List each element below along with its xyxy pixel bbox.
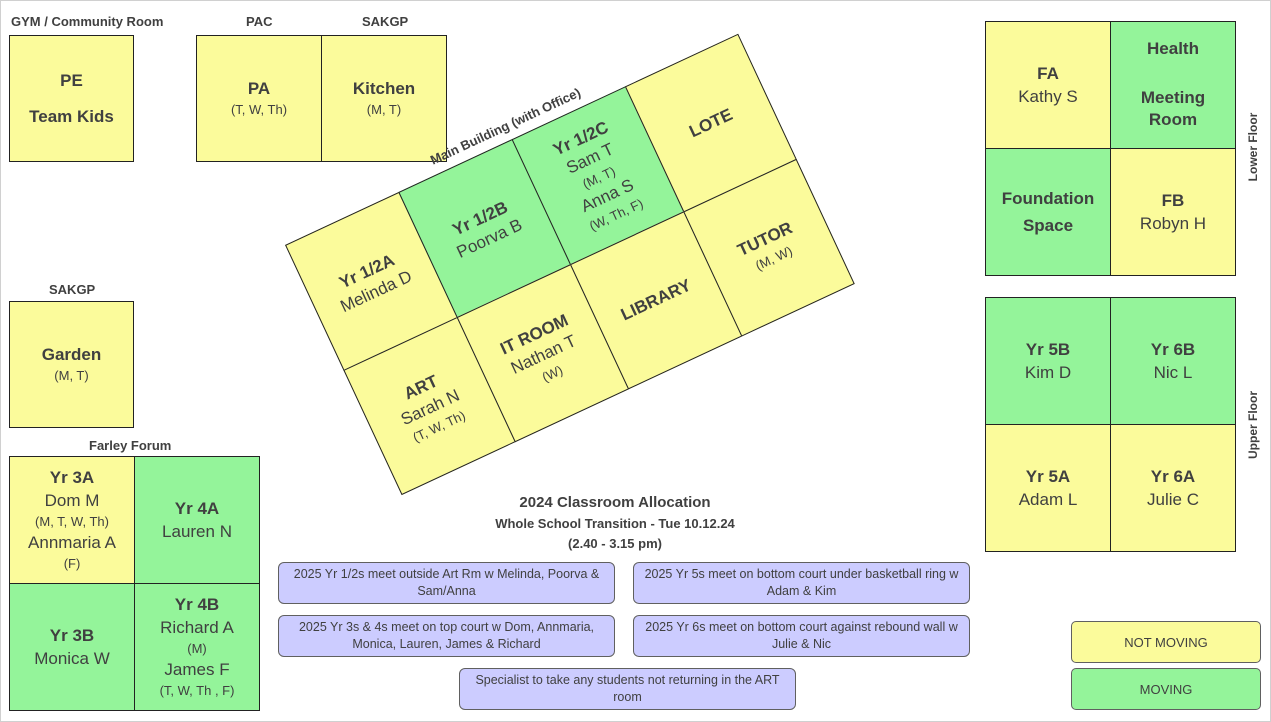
- room-foundation[interactable]: Foundation Space: [985, 148, 1111, 276]
- room-yr6b[interactable]: Yr 6B Nic L: [1110, 297, 1236, 425]
- room-yr5b[interactable]: Yr 5B Kim D: [985, 297, 1111, 425]
- legend-label: MOVING: [1139, 681, 1193, 697]
- page-subtitle: Whole School Transition - Tue 10.12.24: [495, 516, 735, 531]
- sakgp-mid-label: SAKGP: [49, 282, 96, 297]
- room-teacher: Julie C: [1147, 489, 1199, 509]
- room-days: (M, T): [366, 102, 402, 117]
- room-yr6a[interactable]: Yr 6A Julie C: [1110, 424, 1236, 552]
- room-title: PA: [247, 79, 271, 98]
- room-fa[interactable]: FA Kathy S: [985, 21, 1111, 149]
- room-fb[interactable]: FB Robyn H: [1110, 148, 1236, 276]
- room-title: Health: [1147, 39, 1199, 58]
- room-days: (T, W, Th): [230, 102, 288, 117]
- room-title: PE: [60, 70, 83, 90]
- room-garden[interactable]: Garden (M, T): [9, 301, 134, 428]
- room-health[interactable]: Health Meeting Room: [1110, 21, 1236, 149]
- room-teacher: Annmaria A: [28, 533, 116, 552]
- room-yr4b[interactable]: Yr 4B Richard A (M) James F (T, W, Th , …: [134, 583, 260, 711]
- gym-label: GYM / Community Room: [11, 14, 164, 29]
- room-title: FA: [1037, 63, 1059, 83]
- farley-label: Farley Forum: [89, 438, 172, 453]
- page-title: 2024 Classroom Allocation: [519, 494, 711, 511]
- room-teacher: Lauren N: [162, 521, 232, 541]
- room-yr5a[interactable]: Yr 5A Adam L: [985, 424, 1111, 552]
- page-time: (2.40 - 3.15 pm): [568, 536, 662, 551]
- room-title: Room: [1148, 110, 1198, 129]
- room-title: Yr 5B: [1025, 339, 1071, 359]
- room-teacher: Kathy S: [1018, 86, 1078, 106]
- room-teacher: Adam L: [1018, 489, 1078, 509]
- room-days: (M, T, W, Th): [35, 514, 109, 529]
- room-title: LOTE: [686, 104, 736, 141]
- room-title: FB: [1161, 190, 1185, 210]
- room-yr3b[interactable]: Yr 3B Monica W: [9, 583, 135, 711]
- room-title: Yr 3B: [49, 625, 95, 645]
- room-title: Yr 3A: [49, 468, 95, 487]
- room-yr4a[interactable]: Yr 4A Lauren N: [134, 456, 260, 584]
- room-yr3a[interactable]: Yr 3A Dom M (M, T, W, Th) Annmaria A (F): [9, 456, 135, 584]
- note-specialist: Specialist to take any students not retu…: [459, 668, 796, 710]
- room-teacher: Kim D: [1024, 362, 1072, 382]
- legend-label: NOT MOVING: [1124, 634, 1208, 650]
- room-title: Space: [1022, 216, 1074, 235]
- room-teacher: Richard A: [160, 618, 234, 637]
- legend-not-moving: NOT MOVING: [1071, 621, 1261, 663]
- room-title: Meeting: [1140, 88, 1206, 107]
- room-title: Team Kids: [29, 106, 114, 126]
- room-title: Yr 4B: [174, 595, 220, 614]
- room-days: (M): [187, 641, 207, 656]
- room-title: LIBRARY: [617, 275, 694, 325]
- lower-floor-label: Lower Floor: [1246, 112, 1260, 182]
- note-text: 2025 Yr 6s meet on bottom court against …: [645, 620, 958, 651]
- room-pa[interactable]: PA (T, W, Th): [196, 35, 322, 162]
- room-teacher: Robyn H: [1139, 213, 1207, 233]
- room-title: Yr 4A: [174, 498, 220, 518]
- note-yr12: 2025 Yr 1/2s meet outside Art Rm w Melin…: [278, 562, 615, 604]
- room-teacher: Dom M: [44, 491, 100, 510]
- room-title: Kitchen: [352, 79, 416, 98]
- legend-moving: MOVING: [1071, 668, 1261, 710]
- note-yr5: 2025 Yr 5s meet on bottom court under ba…: [633, 562, 970, 604]
- room-kitchen[interactable]: Kitchen (M, T): [321, 35, 447, 162]
- room-title: Yr 6B: [1150, 339, 1196, 359]
- note-text: 2025 Yr 1/2s meet outside Art Rm w Melin…: [293, 567, 600, 598]
- sakgp-top-label: SAKGP: [362, 14, 409, 29]
- note-yr6: 2025 Yr 6s meet on bottom court against …: [633, 615, 970, 657]
- upper-floor-label: Upper Floor: [1246, 391, 1260, 459]
- room-days: (F): [63, 556, 81, 571]
- room-days: (T, W, Th , F): [159, 683, 235, 698]
- pac-label: PAC: [246, 14, 273, 29]
- room-title: Foundation: [1001, 189, 1095, 208]
- note-yr34: 2025 Yr 3s & 4s meet on top court w Dom,…: [278, 615, 615, 657]
- room-teacher: Nic L: [1153, 362, 1193, 382]
- room-pe[interactable]: PE Team Kids: [9, 35, 134, 162]
- room-title: Yr 6A: [1150, 466, 1196, 486]
- room-teacher: Monica W: [34, 648, 110, 668]
- room-title: Yr 5A: [1025, 466, 1071, 486]
- room-days: (M, T): [54, 368, 89, 383]
- room-title: Garden: [41, 345, 102, 364]
- note-text: Specialist to take any students not retu…: [475, 673, 780, 704]
- note-text: 2025 Yr 5s meet on bottom court under ba…: [644, 567, 959, 598]
- room-teacher: James F: [164, 660, 230, 679]
- note-text: 2025 Yr 3s & 4s meet on top court w Dom,…: [298, 620, 595, 651]
